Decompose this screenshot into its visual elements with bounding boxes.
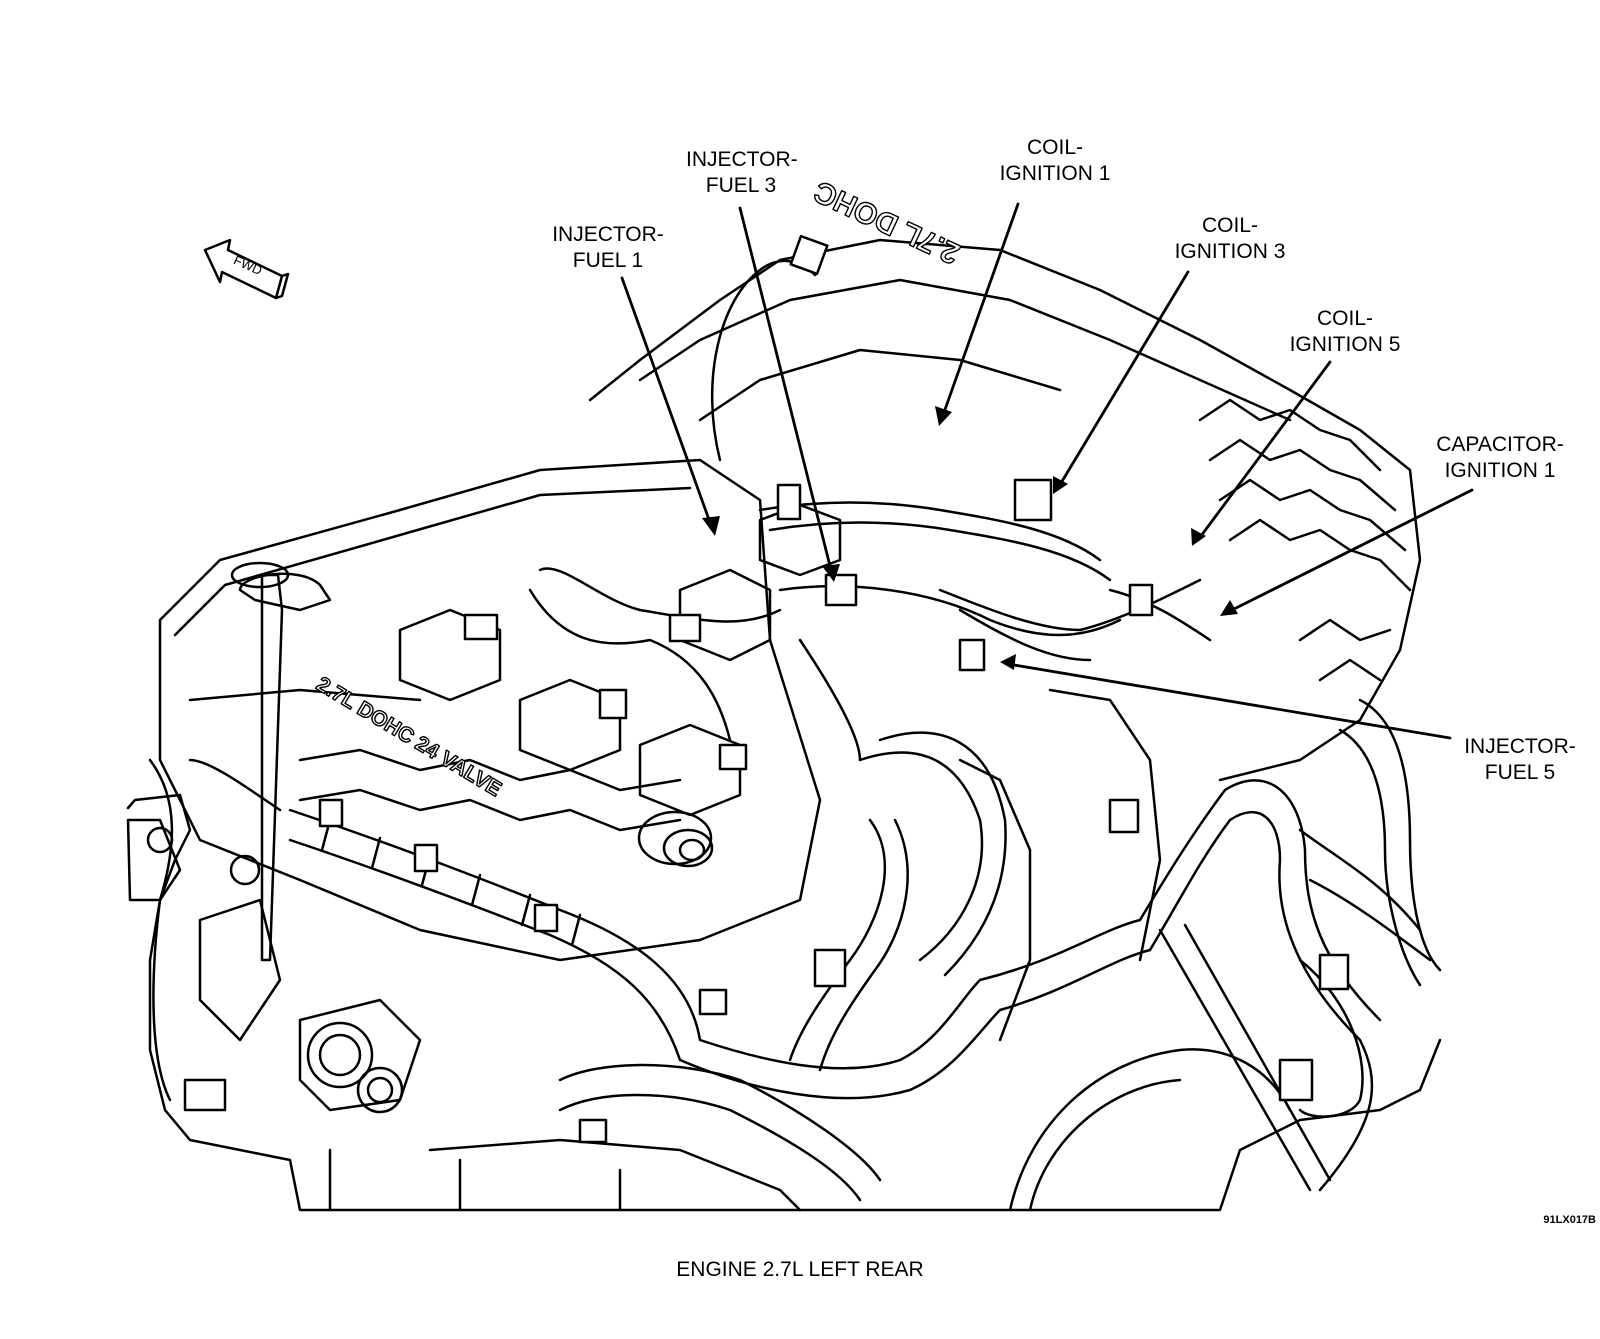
label-coil-ignition-5: COIL- IGNITION 5 (1280, 306, 1410, 358)
leader-coil-ignition-5 (1196, 360, 1332, 542)
label-coil-ignition-1: COIL- IGNITION 1 (990, 135, 1120, 187)
label-line: FUEL 5 (1484, 761, 1556, 784)
label-line: CAPACITOR- (1436, 433, 1564, 456)
coil-towers (230, 503, 842, 962)
engine-block (126, 238, 1442, 1212)
label-line: COIL- (1316, 307, 1373, 330)
leader-injector-fuel-5 (1006, 662, 1452, 740)
label-line: INJECTOR- (686, 148, 798, 171)
leader-arrowheads (702, 406, 1238, 670)
valve-cover-text: 2.7L DOHC 24 VALVE (312, 673, 505, 802)
label-coil-ignition-3: COIL- IGNITION 3 (1165, 213, 1295, 265)
label-line: IGNITION 1 (1444, 459, 1556, 482)
leader-coil-ignition-3 (1056, 270, 1190, 490)
label-line: COIL- (1201, 214, 1258, 237)
leader-injector-fuel-1 (620, 276, 714, 530)
label-injector-fuel-3: INJECTOR- FUEL 3 (686, 147, 798, 199)
leader-lines (620, 202, 1474, 740)
figure-id: 91LX017B (1543, 1214, 1596, 1226)
label-line: IGNITION 1 (999, 162, 1111, 185)
label-line: IGNITION 3 (1174, 240, 1286, 263)
label-line: IGNITION 5 (1289, 333, 1401, 356)
label-line: FUEL 3 (705, 174, 777, 197)
label-line: INJECTOR- (552, 223, 664, 246)
leader-capacitor-ignition-1 (1226, 488, 1474, 614)
forward-arrow-icon: FWD (203, 238, 290, 300)
label-injector-fuel-1: INJECTOR- FUEL 1 (548, 222, 668, 274)
connectors (183, 234, 1350, 1144)
leader-coil-ignition-1 (940, 202, 1020, 420)
label-line: INJECTOR- (1464, 735, 1576, 758)
label-capacitor-ignition-1: CAPACITOR- IGNITION 1 (1420, 432, 1580, 484)
figure-caption: ENGINE 2.7L LEFT REAR (676, 1258, 924, 1281)
leader-injector-fuel-3 (738, 206, 834, 576)
label-line: COIL- (1026, 136, 1083, 159)
intake-text: 2.7L DOHC (809, 174, 964, 270)
label-line: FUEL 1 (572, 249, 644, 272)
label-injector-fuel-5: INJECTOR- FUEL 5 (1455, 734, 1585, 786)
